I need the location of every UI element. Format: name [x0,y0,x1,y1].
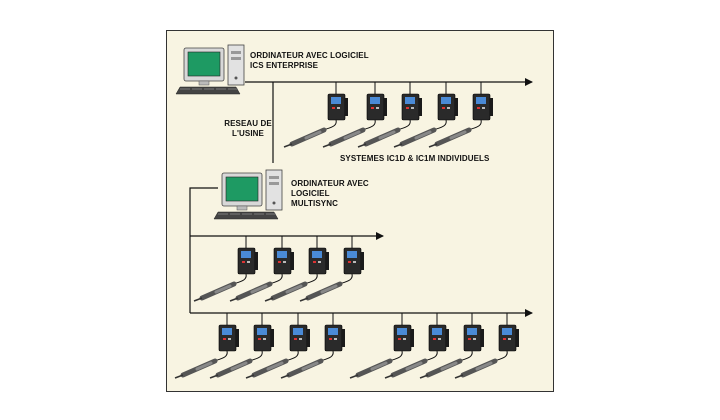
tool-icon [384,358,428,379]
tool-icon [209,358,253,379]
controller-station-top-3 [357,82,422,148]
tool-icon [174,358,218,379]
pc-mid-label-line3: MULTISYNC [291,199,338,208]
tool-icon [428,127,472,148]
controller-station-top-5 [428,82,493,148]
tool-icon [419,358,463,379]
pc-top-label: ORDINATEUR AVEC LOGICIEL ICS ENTERPRISE [250,51,369,71]
tool-icon [283,127,327,148]
network-label-line2: L'USINE [232,129,264,138]
tool-icon [193,281,237,302]
tool-icon [280,358,324,379]
computer-icon-mid [213,169,283,220]
controller-station-bottom-5 [349,313,414,379]
pc-top-label-line1: ORDINATEUR AVEC LOGICIEL [250,51,369,60]
controller-station-bottom-1 [174,313,239,379]
computer-icon-top [175,44,245,95]
network-label-line1: RESEAU DE [224,119,272,128]
pc-top-label-line2: ICS ENTERPRISE [250,61,319,70]
controller-station-top-2 [322,82,387,148]
tool-icon [349,358,393,379]
tool-icon [299,281,343,302]
pc-mid-label-line2: LOGICIEL [291,189,330,198]
controller-station-top-4 [393,82,458,148]
tool-icon [357,127,401,148]
network-label: RESEAU DE L'USINE [222,119,274,139]
tool-icon [454,358,498,379]
multisync-bus-line [189,187,218,313]
controller-station-mid-2 [229,236,294,302]
controller-station-mid-1 [193,236,258,302]
controller-station-bottom-3 [245,313,310,379]
controller-station-bottom-8 [454,313,519,379]
pc-mid-label: ORDINATEUR AVEC LOGICIEL MULTISYNC [291,179,369,209]
tool-icon [264,281,308,302]
tool-icon [393,127,437,148]
devices [174,44,519,379]
controller-station-mid-3 [264,236,329,302]
controller-station-bottom-7 [419,313,484,379]
controller-station-bottom-2 [209,313,274,379]
tool-icon [245,358,289,379]
controller-station-top-1 [283,82,348,148]
controller-station-bottom-4 [280,313,345,379]
systems-caption: SYSTEMES IC1D & IC1M INDIVIDUELS [340,154,490,163]
controller-station-bottom-6 [384,313,449,379]
network-lines [189,78,533,317]
controller-station-mid-4 [299,236,364,302]
tool-icon [322,127,366,148]
pc-mid-label-line1: ORDINATEUR AVEC [291,179,369,188]
tool-icon [229,281,273,302]
